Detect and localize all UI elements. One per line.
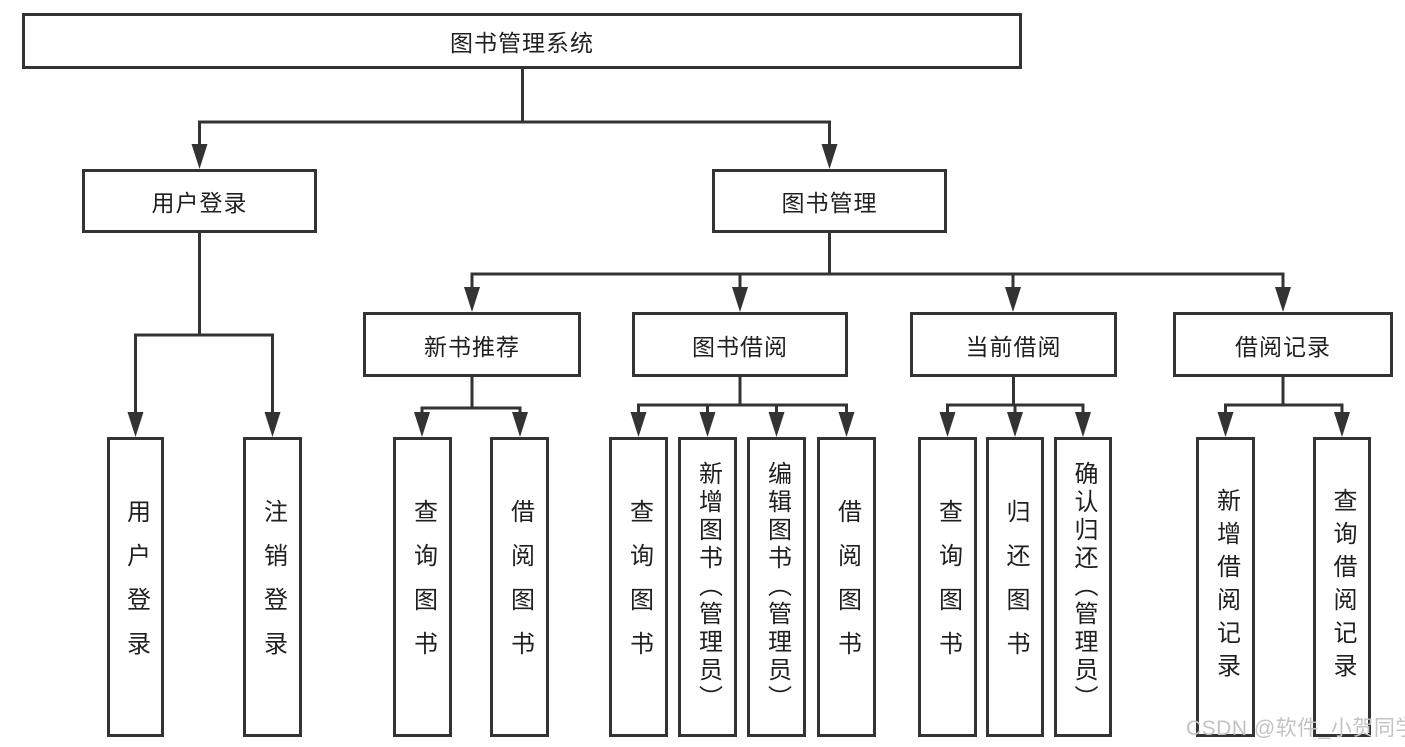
node-label: 查询图书 [934,499,962,675]
node-label: 图书管理 [781,190,878,216]
arrowhead [191,144,208,169]
leaf-query-books-recommend: 查询图书 [393,437,452,737]
leaf-query-books-borrowing: 查询图书 [609,437,668,737]
node-book-management: 图书管理 [712,169,947,233]
node-label: 图书管理系统 [450,30,594,56]
leaf-borrow-books-recommend: 借阅图书 [490,437,549,737]
node-label: 图书借阅 [692,333,788,360]
node-label: 确认归还（管理员） [1070,461,1097,713]
arrowhead [1005,287,1021,312]
arrowhead [1217,412,1234,437]
node-label: 查询图书 [625,499,653,675]
leaf-query-books-current: 查询图书 [918,437,977,737]
leaf-query-borrow-record: 查询借阅记录 [1313,437,1371,737]
leaf-logout: 注销登录 [243,437,302,737]
node-book-borrowing: 图书借阅 [632,312,848,377]
node-label: 借阅记录 [1235,333,1331,360]
arrowhead [821,144,838,169]
node-label: 新增图书（管理员） [694,461,722,713]
node-label: 归还图书 [1002,499,1029,675]
node-label: 编辑图书（管理员） [763,461,791,713]
node-label: 新增借阅记录 [1212,488,1240,686]
arrowhead [732,287,748,312]
arrowhead [512,412,528,437]
leaf-borrow-books-borrowing: 借阅图书 [817,437,876,737]
arrowhead [838,412,855,437]
arrowhead [630,412,647,437]
leaf-confirm-return-admin: 确认归还（管理员） [1054,437,1112,737]
node-label: 查询借阅记录 [1329,488,1356,686]
arrowhead [939,412,956,437]
arrowhead [699,412,716,437]
arrowhead [414,412,430,437]
arrowhead [264,412,281,437]
arrowhead [464,287,480,312]
node-user-login: 用户登录 [82,169,317,233]
leaf-edit-books-admin: 编辑图书（管理员） [747,437,806,737]
node-label: 用户登录 [151,190,248,216]
arrowhead [768,412,785,437]
arrowhead [1275,287,1291,312]
node-label: 查询图书 [409,499,437,675]
node-new-book-recommend: 新书推荐 [363,312,581,377]
leaf-add-books-admin: 新增图书（管理员） [678,437,737,737]
arrowhead [1075,412,1091,437]
arrowhead [1007,412,1023,437]
leaf-add-borrow-record: 新增借阅记录 [1196,437,1255,737]
node-label: 借阅图书 [833,499,861,675]
node-borrowing-records: 借阅记录 [1173,312,1393,377]
node-library-system: 图书管理系统 [22,13,1022,69]
leaf-return-books: 归还图书 [986,437,1044,737]
node-label: 用户登录 [122,499,150,675]
arrowhead [1334,412,1350,437]
node-current-borrowing: 当前借阅 [910,312,1117,377]
node-label: 新书推荐 [424,333,520,360]
node-label: 当前借阅 [965,333,1062,360]
csdn-watermark: CSDN @软件_小贺同学 [1186,717,1405,740]
leaf-user-login: 用户登录 [107,437,164,737]
arrowhead [127,412,144,437]
node-label: 借阅图书 [506,499,534,675]
node-label: 注销登录 [259,499,287,675]
